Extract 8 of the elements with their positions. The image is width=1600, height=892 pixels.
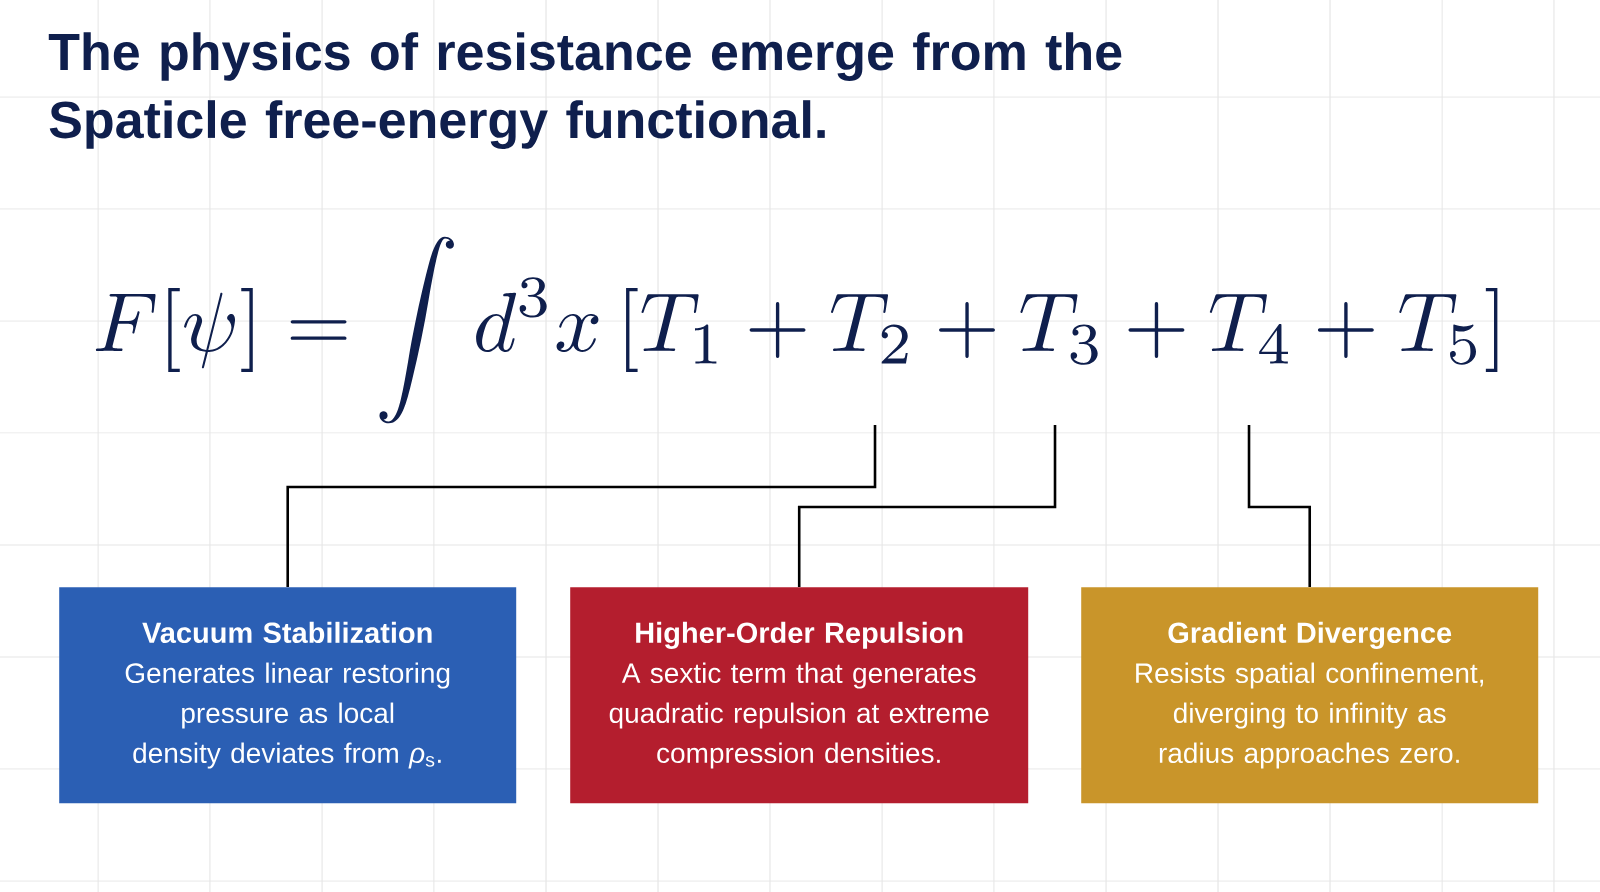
formula: $F[\psi] = \int d^3x \, [T_1 + T_2 + T_3 + T_4 + T_5]$ xyxy=(95,236,1498,424)
leader-line xyxy=(1247,425,1311,587)
info-box: Vacuum Stabilization Generates linear restoring pressure as local density deviates from ρ$_{s}$. xyxy=(59,587,517,804)
info-box: Gradient Divergence Resists spatial confinement, diverging to infinity as radius approaches zero. xyxy=(1081,587,1539,804)
info-box: Higher-Order Repulsion A sextic term that generates quadratic repulsion at extreme compression densities. xyxy=(570,587,1029,804)
title: The physics of resistance emerge from the Spaticle free-energy functional. xyxy=(48,32,1122,149)
leader-line xyxy=(797,425,1057,587)
leader-line xyxy=(286,425,877,587)
